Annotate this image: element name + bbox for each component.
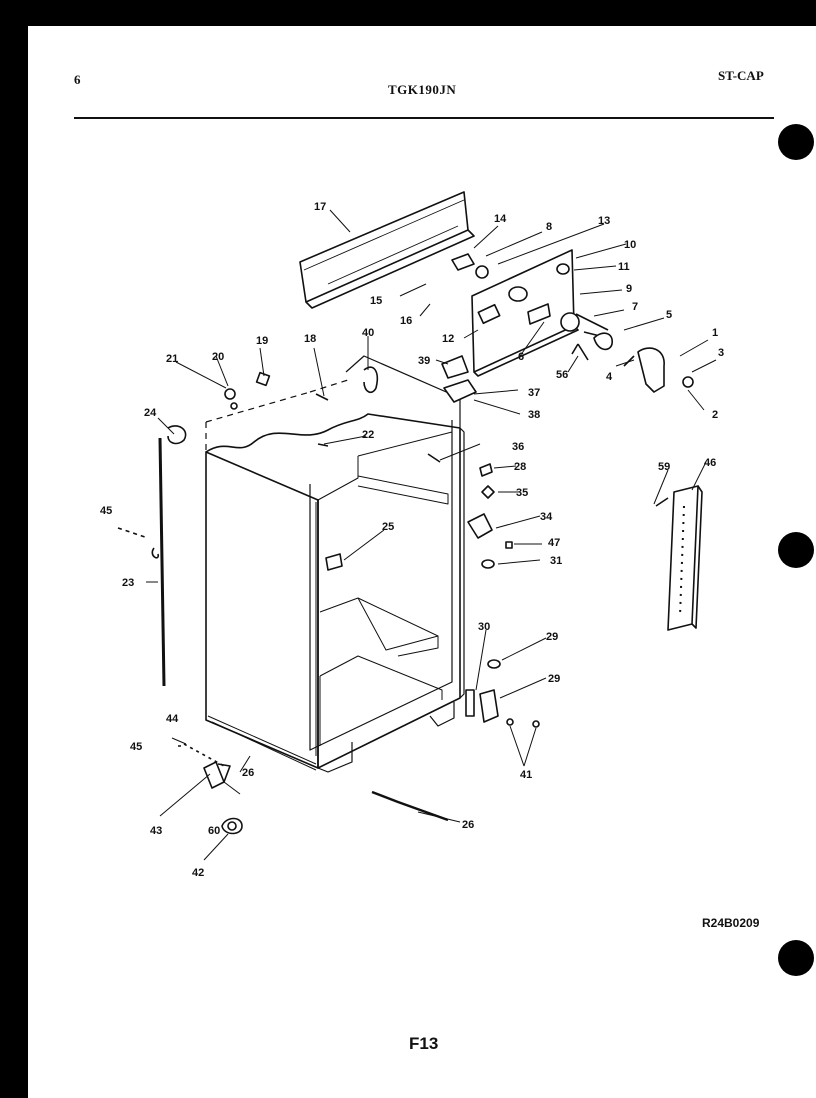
- part-label-47: 47: [548, 537, 560, 549]
- part-label-9: 9: [626, 283, 632, 295]
- part-label-2: 2: [712, 409, 718, 421]
- part-label-38: 38: [528, 409, 540, 421]
- part-label-24: 24: [144, 407, 157, 419]
- part-label-20: 20: [212, 351, 224, 363]
- part-label-31: 31: [550, 555, 562, 567]
- part-label-28: 28: [514, 461, 526, 473]
- part-label-22: 22: [362, 429, 374, 441]
- part-label-45: 45: [100, 505, 112, 517]
- section-code: ST-CAP: [718, 68, 764, 83]
- part-label-11: 11: [618, 261, 630, 273]
- part-label-13: 13: [598, 215, 610, 227]
- part-label-17: 17: [314, 201, 326, 213]
- part-label-29: 29: [546, 631, 558, 643]
- part-label-21: 21: [166, 353, 178, 365]
- top-cover: [299, 191, 475, 309]
- part-label-56: 56: [556, 369, 568, 381]
- binder-hole-top: [778, 124, 814, 160]
- exploded-view-diagram: 1234556789101161213141516171819202122232…: [100, 191, 724, 879]
- part-label-23: 23: [122, 577, 134, 589]
- drawing-id: R24B0209: [702, 916, 760, 930]
- model-title: TGK190JN: [388, 82, 457, 97]
- part-label-41: 41: [520, 769, 532, 781]
- part-label-46: 46: [704, 457, 716, 469]
- part-label-10: 10: [624, 239, 636, 251]
- part-label-16: 16: [400, 315, 412, 327]
- hinge-rod: [117, 425, 187, 687]
- header-rule: [74, 117, 774, 119]
- part-label-25: 25: [382, 521, 394, 533]
- part-label-6: 6: [518, 351, 524, 363]
- part-label-19: 19: [256, 335, 268, 347]
- binder-hole-bottom: [778, 940, 814, 976]
- part-label-43: 43: [150, 825, 162, 837]
- bottom-hinges: [178, 743, 449, 835]
- part-label-4: 4: [606, 371, 613, 383]
- part-label-12: 12: [442, 333, 454, 345]
- part-label-35: 35: [516, 487, 528, 499]
- part-label-45: 45: [130, 741, 142, 753]
- part-label-5: 5: [666, 309, 672, 321]
- part-label-59: 59: [658, 461, 670, 473]
- side-rail: [655, 485, 703, 631]
- part-label-42: 42: [192, 867, 204, 879]
- page-number: 6: [74, 72, 81, 87]
- part-label-39: 39: [418, 355, 430, 367]
- part-label-44: 44: [166, 713, 179, 725]
- cabinet-body: [205, 355, 465, 773]
- part-label-3: 3: [718, 347, 724, 359]
- binder-hole-middle: [778, 532, 814, 568]
- part-label-18: 18: [304, 333, 316, 345]
- part-label-14: 14: [494, 213, 507, 225]
- part-label-7: 7: [632, 301, 638, 313]
- part-label-60: 60: [208, 825, 220, 837]
- small-parts: [224, 253, 694, 728]
- parts-diagram-page: 6 TGK190JN ST-CAP: [28, 26, 816, 1098]
- part-label-37: 37: [528, 387, 540, 399]
- part-label-1: 1: [712, 327, 718, 339]
- part-label-8: 8: [546, 221, 552, 233]
- part-label-36: 36: [512, 441, 524, 453]
- part-label-15: 15: [370, 295, 382, 307]
- figure-label: F13: [409, 1034, 439, 1053]
- part-label-30: 30: [478, 621, 490, 633]
- part-label-40: 40: [362, 327, 374, 339]
- part-label-26: 26: [462, 819, 474, 831]
- part-label-29: 29: [548, 673, 560, 685]
- part-label-26: 26: [242, 767, 254, 779]
- part-label-34: 34: [540, 511, 553, 523]
